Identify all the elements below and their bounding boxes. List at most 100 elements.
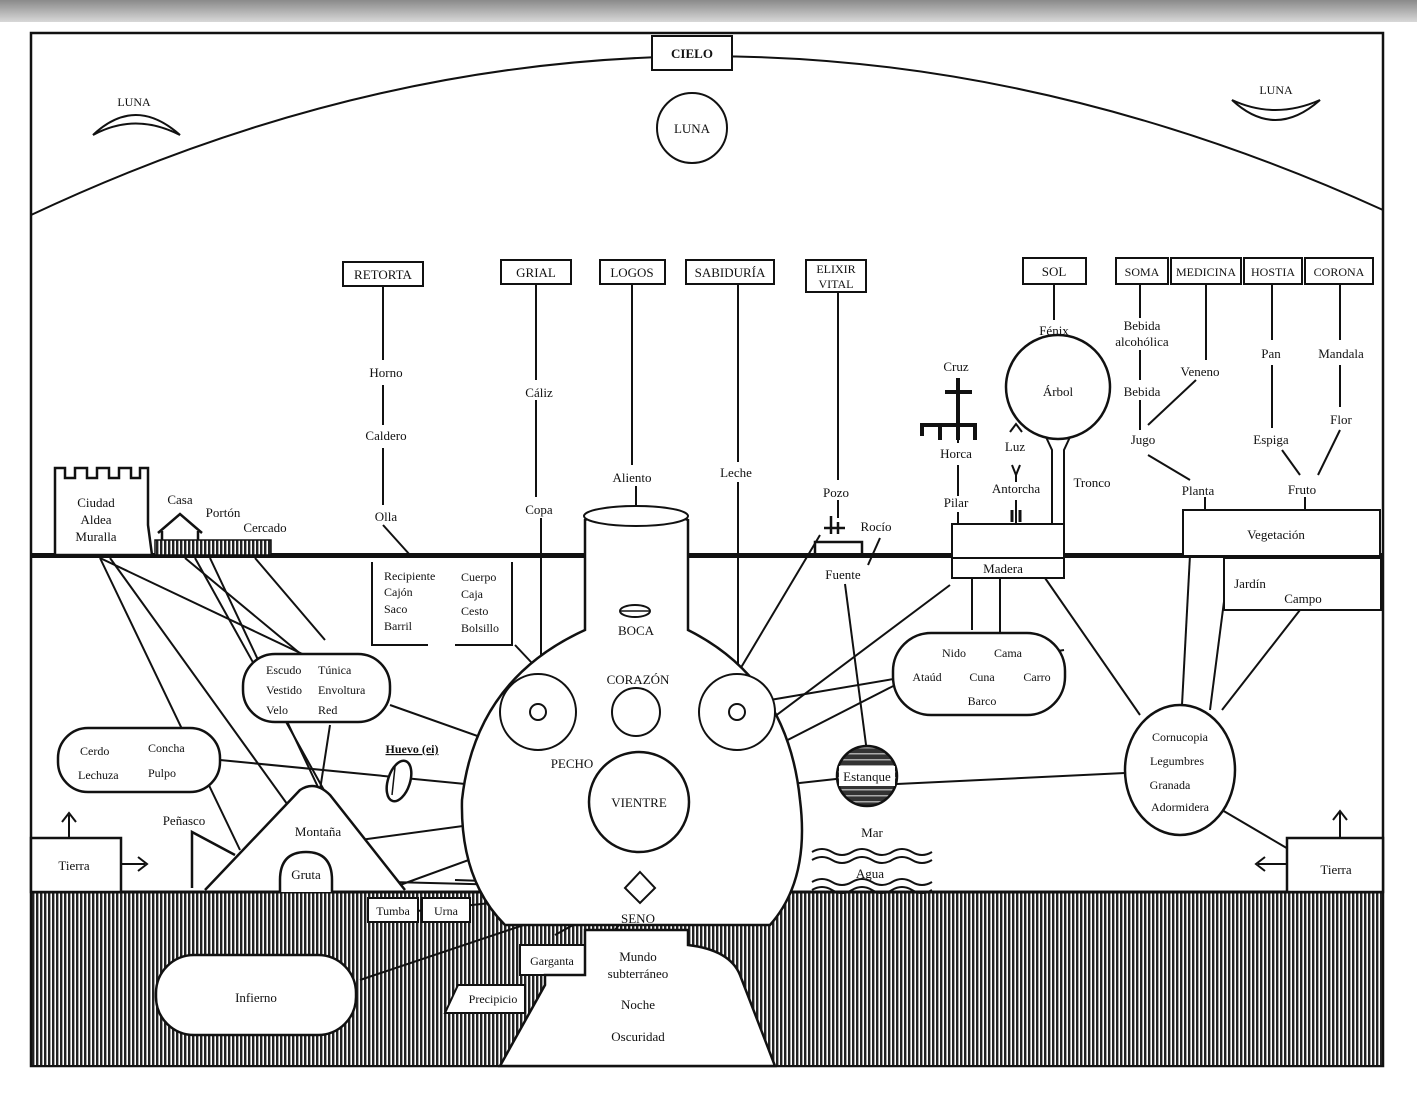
grial-box: [500, 259, 572, 285]
montana-label: Montaña: [295, 824, 341, 839]
cave-arch: [278, 850, 334, 892]
womb-circle: [587, 750, 691, 854]
garganta-label: Garganta: [530, 954, 574, 968]
saco-label: Saco: [384, 602, 407, 616]
fruto-label: Fruto: [1288, 482, 1316, 497]
hostia-label: HOSTIA: [1251, 265, 1295, 279]
pulpo-label: Pulpo: [148, 766, 176, 780]
barril-label: Barril: [384, 619, 413, 633]
soma-label: SOMA: [1125, 265, 1160, 279]
madera-box: [951, 523, 1065, 579]
elixir-label-1: ELIXIR: [816, 262, 855, 276]
retorta-box: [342, 261, 424, 287]
corazon-label: CORAZÓN: [607, 672, 670, 687]
caliz-label: Cáliz: [525, 385, 553, 400]
arbol-label: Árbol: [1043, 384, 1074, 399]
vientre-label: VIENTRE: [611, 795, 667, 810]
arrow-left-icon: [1254, 856, 1287, 872]
noche-label: Noche: [621, 997, 655, 1012]
corona-box: [1304, 257, 1374, 285]
rocio-label: Rocío: [860, 519, 891, 534]
pozo-label: Pozo: [823, 485, 849, 500]
ciudad-label: Ciudad: [77, 495, 115, 510]
penasco-label: Peñasco: [163, 813, 206, 828]
urna-box: [421, 897, 471, 923]
red-label: Red: [318, 703, 337, 717]
aldea-label: Aldea: [80, 512, 111, 527]
flor-label: Flor: [1330, 412, 1352, 427]
urna-label: Urna: [434, 904, 459, 918]
planta-label: Planta: [1182, 483, 1215, 498]
mundo-label-2: subterráneo: [608, 966, 669, 981]
horca-label: Horca: [940, 446, 972, 461]
retorta-label: RETORTA: [354, 267, 412, 282]
barco-label: Barco: [968, 694, 997, 708]
city-wall-icon: [53, 466, 154, 557]
top-scan-band: [0, 0, 1417, 22]
huevo-label: Huevo (ei): [386, 742, 439, 756]
muralla-label: Muralla: [75, 529, 116, 544]
campo-label: Campo: [1284, 591, 1322, 606]
ataud-label: Ataúd: [912, 670, 941, 684]
precipicio-box: [443, 984, 526, 1014]
moon-left-icon: [92, 114, 181, 136]
bebida-alc-label-2: alcohólica: [1115, 334, 1169, 349]
recipiente-box: [371, 562, 513, 646]
nido-label: Nido: [942, 646, 966, 660]
jardin-box: [1223, 557, 1382, 611]
espiga-label: Espiga: [1253, 432, 1289, 447]
fence-icon: [154, 539, 272, 556]
seno-label: SENO: [621, 911, 655, 926]
pilar-label: Pilar: [944, 495, 969, 510]
madera-label: Madera: [983, 561, 1023, 576]
medicina-label: MEDICINA: [1176, 265, 1236, 279]
cross-icon: [920, 378, 977, 440]
veneno-label: Veneno: [1181, 364, 1220, 379]
cuerpo-label: Cuerpo: [461, 570, 496, 584]
escudo-label: Escudo: [266, 663, 301, 677]
concha-label: Concha: [148, 741, 185, 755]
adormidera-label: Adormidera: [1151, 800, 1210, 814]
velo-label: Velo: [266, 703, 288, 717]
gruta-label: Gruta: [291, 867, 321, 882]
bebida-alc-label-1: Bebida: [1124, 318, 1161, 333]
precipicio-label: Precipicio: [469, 992, 518, 1006]
horno-label: Horno: [369, 365, 402, 380]
cerdo-pill: [56, 726, 222, 794]
medicina-box: [1170, 257, 1242, 285]
infierno-pill: [154, 953, 358, 1037]
tierra-right-box: [1285, 836, 1385, 894]
granada-label: Granada: [1150, 778, 1191, 792]
well-icon: [813, 516, 864, 553]
olla-label: Olla: [375, 509, 398, 524]
cajon-label: Cajón: [384, 585, 413, 599]
recipiente-label: Recipiente: [384, 569, 435, 583]
antorcha-label: Antorcha: [992, 481, 1041, 496]
rock-icon: [190, 829, 236, 888]
vegetacion-label: Vegetación: [1247, 527, 1305, 542]
escudo-pill: [241, 652, 392, 724]
luz-label: Luz: [1005, 439, 1025, 454]
mandala-label: Mandala: [1318, 346, 1364, 361]
infierno-label: Infierno: [235, 990, 277, 1005]
envoltura-label: Envoltura: [318, 683, 366, 697]
ground-line: [31, 553, 1383, 558]
tronco-label: Tronco: [1073, 475, 1110, 490]
mountain-icon: [204, 784, 406, 891]
mar-label: Mar: [861, 825, 883, 840]
cornucopia-label: Cornucopia: [1152, 730, 1209, 744]
arrow-up-right-icon: [1332, 809, 1348, 838]
agua-label: Agua: [856, 866, 884, 881]
vegetacion-box: [1182, 509, 1381, 557]
jugo-label: Jugo: [1131, 432, 1156, 447]
leche-label: Leche: [720, 465, 752, 480]
arrow-up-left-icon: [61, 811, 77, 838]
vessel-rim: [583, 505, 689, 527]
caldero-label: Caldero: [365, 428, 406, 443]
luna-right: LUNA: [1259, 83, 1293, 97]
tunica-label: Túnica: [318, 663, 352, 677]
luna-center: LUNA: [674, 121, 711, 136]
cornucopia-oval: [1123, 703, 1237, 837]
porton-label: Portón: [206, 505, 241, 520]
legumbres-label: Legumbres: [1150, 754, 1204, 768]
